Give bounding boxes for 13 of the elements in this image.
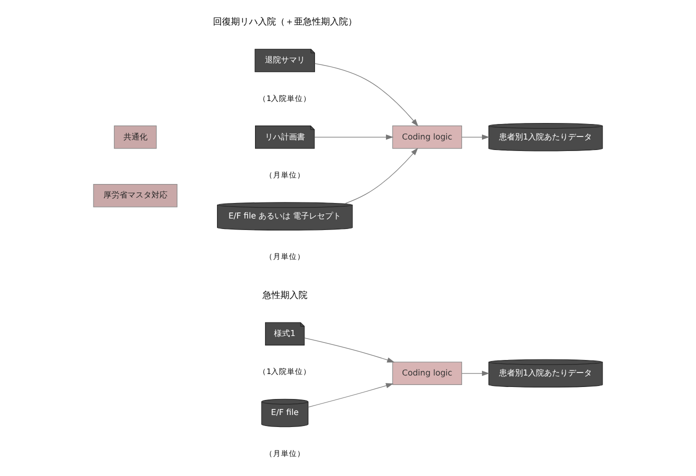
node-box: 共通化 [114, 126, 157, 149]
arrow [314, 134, 394, 140]
node-box: 厚労省マスタ対応 [93, 184, 178, 208]
node-box: Coding logic [392, 126, 462, 149]
label: 回復期リハ入院（＋亜急性期入院） [212, 17, 357, 28]
node-box: Coding logic [392, 362, 462, 386]
label: 急性期入院 [262, 290, 308, 301]
arrow [462, 134, 490, 140]
arrow [314, 63, 418, 126]
arrow [308, 383, 394, 408]
arrow [462, 370, 490, 376]
arrow [345, 148, 418, 204]
arrow [304, 338, 395, 363]
